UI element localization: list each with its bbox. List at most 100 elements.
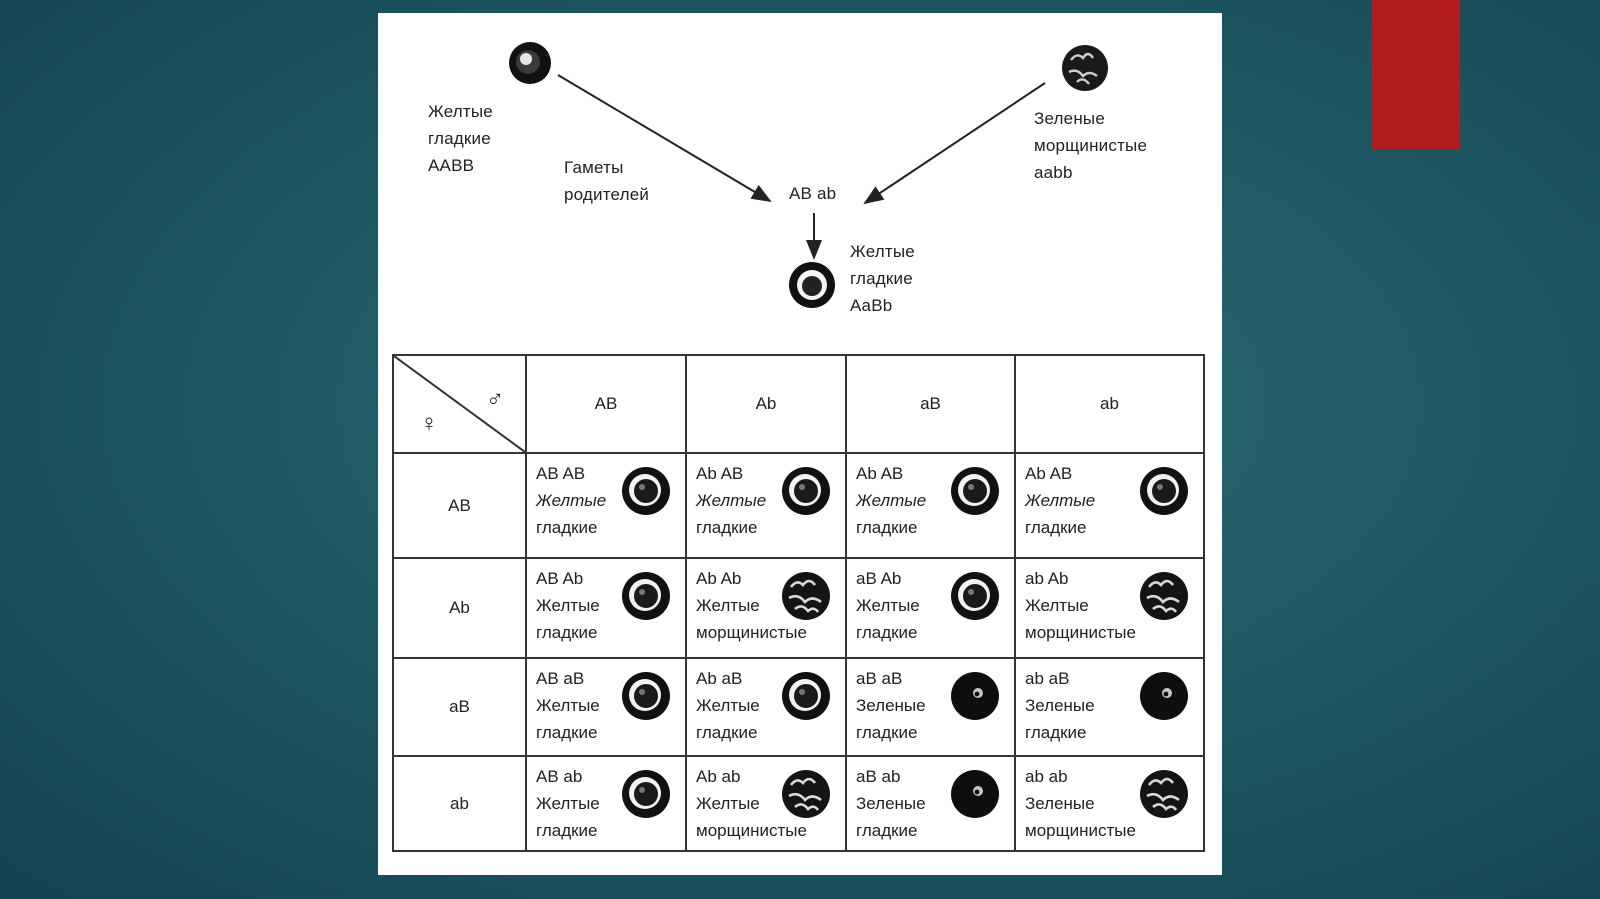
- cell-genotype: Ab aB: [696, 669, 743, 688]
- cell-shape-trait: гладкие: [536, 623, 598, 642]
- pea-f1-icon: [789, 262, 835, 308]
- cell-genotype: ab aB: [1025, 669, 1070, 688]
- punnett-cell: aB Ab Желтые гладкие: [845, 557, 1016, 659]
- cell-shape-trait: гладкие: [696, 723, 758, 742]
- pea-smooth-icon: [782, 467, 830, 515]
- cell-color-trait: Желтые: [1025, 596, 1089, 615]
- cell-color-trait: Зеленые: [856, 696, 926, 715]
- gametes-value: AB ab: [789, 184, 837, 203]
- punnett-cell: AB AB Желтые гладкие: [525, 452, 687, 559]
- cell-color-trait: Желтые: [696, 596, 760, 615]
- row-header: AB: [392, 452, 527, 559]
- cell-shape-trait: гладкие: [696, 518, 758, 537]
- cell-color-trait: Зеленые: [1025, 696, 1095, 715]
- pea-smooth-icon: [1140, 467, 1188, 515]
- row-header: aB: [392, 657, 527, 757]
- parent-right-label: Зеленые морщинистые aabb: [1034, 109, 1148, 182]
- punnett-cell: AB aB Желтые гладкие: [525, 657, 687, 757]
- pea-wrinkled-icon: [1140, 572, 1188, 620]
- col-header: Ab: [685, 354, 847, 454]
- cell-genotype: Ab AB: [696, 464, 744, 483]
- cell-shape-trait: гладкие: [856, 723, 918, 742]
- pea-dark-icon: [951, 672, 999, 720]
- pea-dark-icon: [1140, 672, 1188, 720]
- pea-dark-icon: [951, 770, 999, 818]
- slide-card: Желтые гладкие AABB Зеленые морщинистые …: [378, 13, 1222, 875]
- cell-color-trait: Зеленые: [856, 794, 926, 813]
- cell-shape-trait: гладкие: [536, 518, 598, 537]
- arrow-left-parent: [557, 74, 772, 203]
- pea-wrinkled-icon: [782, 770, 830, 818]
- cell-color-trait: Зеленые: [1025, 794, 1095, 813]
- cell-genotype: aB aB: [856, 669, 903, 688]
- cell-genotype: Ab Ab: [696, 569, 742, 588]
- cell-genotype: Ab AB: [1025, 464, 1073, 483]
- punnett-cell: aB aB Зеленые гладкие: [845, 657, 1016, 757]
- cell-genotype: aB ab: [856, 767, 901, 786]
- pea-smooth-icon: [622, 672, 670, 720]
- arrow-right-parent: [863, 82, 1046, 205]
- punnett-cell: Ab AB Желтые гладкие: [1014, 452, 1205, 559]
- cell-shape-trait: гладкие: [856, 518, 918, 537]
- col-header: aB: [845, 354, 1016, 454]
- cell-genotype: aB Ab: [856, 569, 902, 588]
- cell-genotype: ab Ab: [1025, 569, 1069, 588]
- cell-genotype: Ab ab: [696, 767, 741, 786]
- pea-smooth-icon: [782, 672, 830, 720]
- table-corner: ♀ ♂: [392, 354, 527, 454]
- cell-color-trait: Желтые: [696, 794, 760, 813]
- cell-shape-trait: гладкие: [1025, 518, 1087, 537]
- cell-genotype: AB AB: [536, 464, 586, 483]
- punnett-cell: Ab AB Желтые гладкие: [685, 452, 847, 559]
- pea-wrinkled-icon: [1062, 45, 1108, 91]
- cell-color-trait: Желтые: [536, 491, 607, 510]
- pea-smooth-icon: [622, 572, 670, 620]
- cell-shape-trait: гладкие: [536, 723, 598, 742]
- pea-smooth-icon: [951, 572, 999, 620]
- pea-wrinkled-icon: [782, 572, 830, 620]
- row-header: Ab: [392, 557, 527, 659]
- cell-color-trait: Желтые: [536, 696, 600, 715]
- col-header: ab: [1014, 354, 1205, 454]
- cell-genotype: ab ab: [1025, 767, 1068, 786]
- cell-genotype: Ab AB: [856, 464, 904, 483]
- female-symbol: ♀: [420, 410, 438, 437]
- punnett-cell: ab aB Зеленые гладкие: [1014, 657, 1205, 757]
- col-header: AB: [525, 354, 687, 454]
- cell-color-trait: Желтые: [536, 794, 600, 813]
- row-header: ab: [392, 755, 527, 852]
- cell-color-trait: Желтые: [856, 596, 920, 615]
- pea-smooth-icon: [622, 467, 670, 515]
- cell-shape-trait: морщинистые: [1025, 821, 1136, 840]
- cell-shape-trait: морщинистые: [1025, 623, 1136, 642]
- pea-smooth-icon: [509, 42, 551, 84]
- cell-color-trait: Желтые: [536, 596, 600, 615]
- cell-shape-trait: морщинистые: [696, 623, 807, 642]
- cell-genotype: AB Ab: [536, 569, 584, 588]
- male-symbol: ♂: [486, 386, 504, 413]
- cell-genotype: AB ab: [536, 767, 583, 786]
- punnett-cell: Ab ab Желтые морщинистые: [685, 755, 847, 852]
- punnett-cell: Ab AB Желтые гладкие: [845, 452, 1016, 559]
- pea-smooth-icon: [622, 770, 670, 818]
- gametes-label: Гаметы родителей: [564, 158, 650, 204]
- parent-left-label: Желтые гладкие AABB: [428, 102, 493, 175]
- pea-wrinkled-icon: [1140, 770, 1188, 818]
- cell-color-trait: Желтые: [1025, 491, 1096, 510]
- punnett-cell: ab Ab Желтые морщинистые: [1014, 557, 1205, 659]
- cell-genotype: AB aB: [536, 669, 585, 688]
- punnett-cell: Ab Ab Желтые морщинистые: [685, 557, 847, 659]
- accent-bar: [1372, 0, 1460, 150]
- punnett-cell: AB ab Желтые гладкие: [525, 755, 687, 852]
- cell-color-trait: Желтые: [696, 491, 767, 510]
- cell-color-trait: Желтые: [856, 491, 927, 510]
- cell-shape-trait: гладкие: [1025, 723, 1087, 742]
- cross-diagram: [509, 42, 1108, 308]
- cell-shape-trait: морщинистые: [696, 821, 807, 840]
- cell-shape-trait: гладкие: [856, 821, 918, 840]
- cell-shape-trait: гладкие: [536, 821, 598, 840]
- cell-shape-trait: гладкие: [856, 623, 918, 642]
- pea-smooth-icon: [951, 467, 999, 515]
